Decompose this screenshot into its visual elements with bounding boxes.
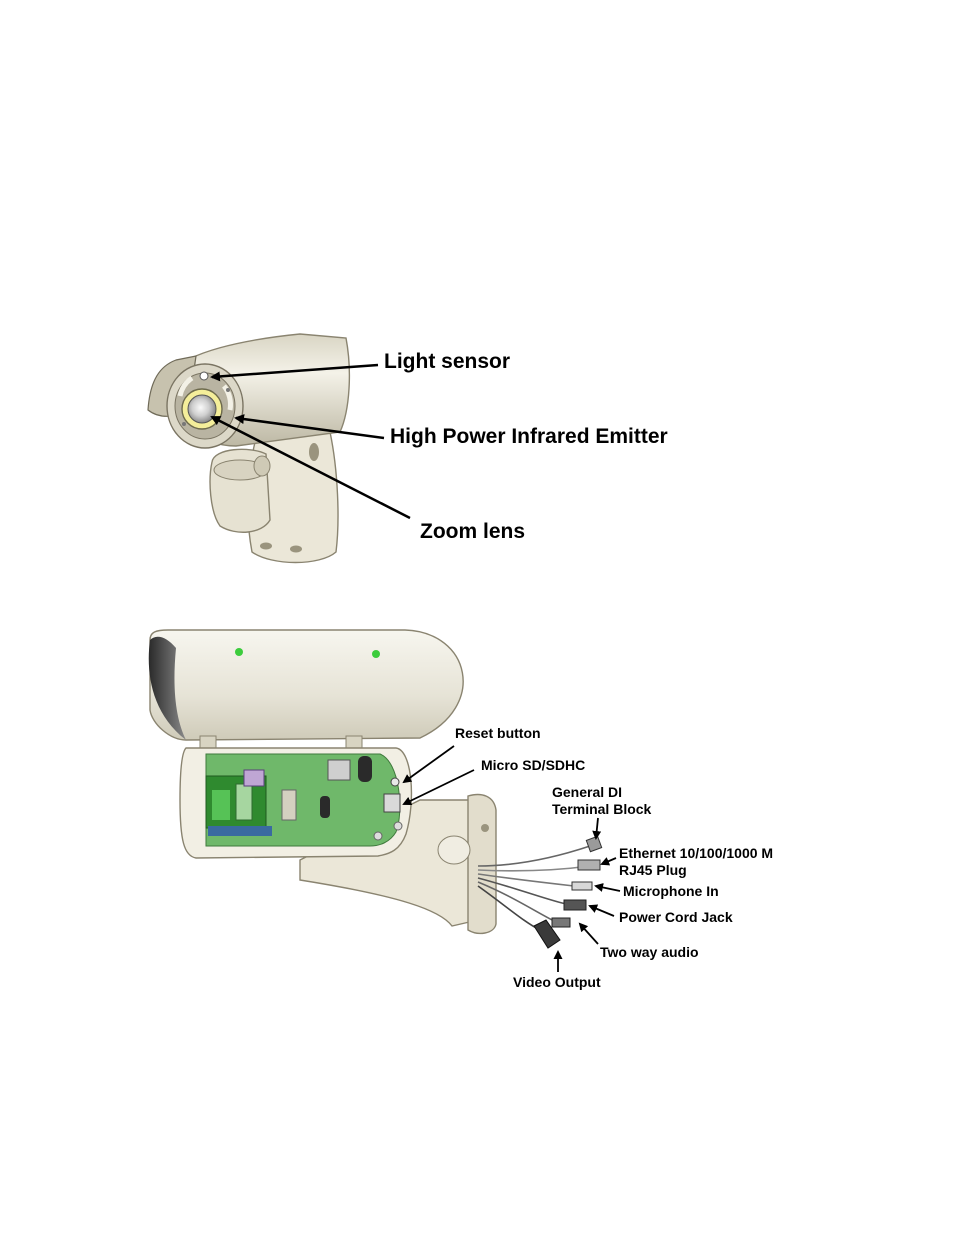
callout-arrow-two-way-audio [580,924,598,944]
microphone-connector [572,882,592,890]
arm-joint [438,836,470,864]
opened-camera-illustration [149,630,602,948]
pcb-connector [282,790,296,820]
label-two-way-audio: Two way audio [600,944,699,961]
arm-knob [254,456,270,476]
rj45-connector [578,860,600,870]
label-di-terminal-line1: General DI [552,784,622,801]
callout-arrow-di-terminal [596,818,598,838]
label-power-cord-jack: Power Cord Jack [619,909,733,926]
mount-screw-hole [290,546,302,553]
micro-sd-slot [384,794,400,812]
label-video-output: Video Output [513,974,601,991]
label-microphone-in: Microphone In [623,883,719,900]
label-zoom-lens: Zoom lens [420,520,525,544]
zoom-lens-glass [188,395,216,423]
lens-module-part [212,790,230,820]
mount-screw-hole [481,824,489,832]
pcb-screw [374,832,382,840]
capacitor [320,796,330,818]
pcb-screw [394,822,402,830]
label-light-sensor: Light sensor [384,350,510,374]
housing-cover [150,630,463,740]
label-di-terminal-line2: Terminal Block [552,801,651,818]
wall-mount-plate [468,795,496,934]
callout-arrow-power [590,906,614,916]
pcb-chip [328,760,350,780]
label-ethernet-line2: RJ45 Plug [619,862,687,879]
label-reset-button: Reset button [455,725,541,742]
front-screw [182,422,186,426]
front-screw [226,388,230,392]
di-terminal-block-connector [586,836,601,851]
capacitor [358,756,372,782]
cover-screw-led [235,648,243,656]
reset-button [391,778,399,786]
mount-slot [309,443,319,461]
lens-module-part [236,784,252,820]
label-ir-emitter: High Power Infrared Emitter [390,425,668,449]
callout-arrow-ethernet [602,858,616,864]
label-micro-sd: Micro SD/SDHC [481,757,585,774]
connector [244,770,264,786]
light-sensor [200,372,208,380]
two-way-audio-connector [552,918,570,927]
label-ethernet-line1: Ethernet 10/100/1000 M [619,845,773,862]
callout-arrow-microphone [596,886,620,891]
power-cord-jack-connector [564,900,586,910]
callout-arrow-reset [404,746,454,782]
cover-screw-led [372,650,380,658]
ribbon-cable [208,826,272,836]
mount-screw-hole [260,543,272,550]
